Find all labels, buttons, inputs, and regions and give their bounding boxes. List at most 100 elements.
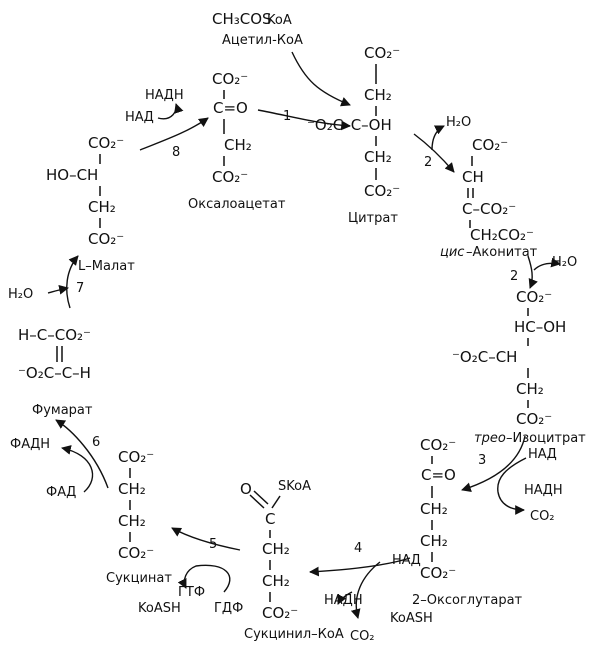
step5-koash: KoASH — [138, 601, 181, 616]
acetyl-formula: CH₃COS — [212, 10, 272, 28]
step4-nadh-arrow — [337, 591, 353, 605]
step2a-h2o: H₂O — [446, 115, 471, 130]
aconitate-name-prefix: цис — [440, 245, 464, 260]
oxoglutarate-ch2-b: CH₂ — [420, 532, 448, 550]
oxaloacetate-co2-top: CO₂⁻ — [212, 70, 248, 88]
citrate-name: Цитрат — [348, 211, 398, 226]
step2a-arrow — [413, 133, 455, 173]
malate-ho-ch: HO–CH — [46, 166, 98, 184]
citrate-co2-bottom: CO₂⁻ — [364, 182, 400, 200]
succinate-ch2-b: CH₂ — [118, 512, 146, 530]
step5-gtp: ГТФ — [178, 585, 205, 600]
malate-co2-bottom: CO₂⁻ — [88, 230, 124, 248]
step5-gdp-gtp-arrow — [177, 564, 231, 593]
step4-koash: KoASH — [390, 611, 433, 626]
oxaloacetate: CO₂⁻ C=O CH₂ CO₂⁻ Оксалоацетат — [188, 70, 286, 212]
step-6-number: 6 — [92, 435, 100, 450]
oxoglutarate-co2-top: CO₂⁻ — [420, 436, 456, 454]
step7-arrow — [66, 255, 79, 309]
threo-isocitrate: CO₂⁻ HC–OH ⁻O₂C–CH CH₂ CO₂⁻ трео –Изоцит… — [452, 288, 586, 446]
step3-nad-arrow — [497, 457, 527, 515]
cis-aconitate: CO₂⁻ CH C–CO₂⁻ CH₂CO₂⁻ цис –Аконитат — [440, 136, 538, 260]
succinyl-ch2-b: CH₂ — [262, 572, 290, 590]
citrate-co2-top: CO₂⁻ — [364, 44, 400, 62]
acetyl-koa-suffix: KoA — [267, 13, 292, 28]
succinyl-coa: SKoA O C CH₂ CH₂ CO₂⁻ Сукцинил–КоА — [240, 479, 344, 642]
step-7-number: 7 — [76, 281, 84, 296]
citrate-core: ⁻O₂C–C–OH — [307, 116, 392, 134]
oxaloacetate-co: C=O — [213, 99, 248, 117]
succinyl-bond — [271, 495, 281, 509]
succinyl-double-bond — [253, 490, 269, 505]
step3-arrow — [461, 435, 526, 493]
succinate-name: Сукцинат — [106, 571, 172, 586]
oxoglutarate-ch2-a: CH₂ — [420, 500, 448, 518]
step-2a-number: 2 — [424, 155, 432, 170]
isocitrate-ch2: CH₂ — [516, 380, 544, 398]
citrate: CO₂⁻ CH₂ ⁻O₂C–C–OH CH₂ CO₂⁻ Цитрат — [307, 44, 400, 226]
fumarate-top: H–C–CO₂⁻ — [18, 326, 91, 344]
step3-co2: CO₂ — [530, 509, 555, 524]
succinate-co2-bottom: CO₂⁻ — [118, 544, 154, 562]
step6-fadh: ФАДН — [10, 437, 50, 452]
step-3-number: 3 — [478, 453, 486, 468]
succinyl-ch2-a: CH₂ — [262, 540, 290, 558]
step5-gdp: ГДФ — [214, 601, 243, 616]
acetyl-coa: CH₃COS KoA Ацетил-КоА — [212, 10, 303, 48]
succinyl-skoa: SKoA — [278, 479, 311, 494]
step3-nad: НАД — [528, 447, 557, 462]
oxoglutarate-co: C=O — [421, 466, 456, 484]
step8-nad: НАД — [125, 110, 154, 125]
step2a-water-arrow — [431, 125, 445, 151]
aconitate-c: C–CO₂⁻ — [462, 200, 516, 218]
aconitate-ch2: CH₂CO₂⁻ — [470, 226, 534, 244]
step-1-number: 1 — [283, 109, 291, 124]
oxoglutarate-co2-bottom: CO₂⁻ — [420, 564, 456, 582]
succinate-ch2-a: CH₂ — [118, 480, 146, 498]
succinate-co2-top: CO₂⁻ — [118, 448, 154, 466]
citrate-ch2-bottom: CH₂ — [364, 148, 392, 166]
isocitrate-co2-top: CO₂⁻ — [516, 288, 552, 306]
step8-arrow — [139, 117, 209, 151]
step4-co2: CO₂ — [350, 629, 375, 644]
step2b-water-arrow — [533, 257, 561, 271]
step4-arrow — [309, 557, 411, 577]
step6-fad: ФАД — [46, 485, 76, 500]
step6-fad-arrow — [61, 445, 94, 493]
succinyl-o: O — [240, 480, 252, 498]
oxaloacetate-co2-bottom: CO₂⁻ — [212, 168, 248, 186]
step5-arrow — [171, 527, 241, 551]
oxoglutarate-name: 2–Оксоглутарат — [412, 593, 523, 608]
fumarate-name: Фумарат — [32, 403, 93, 418]
acetyl-arrow — [291, 51, 351, 107]
acetyl-coa-name: Ацетил-КоА — [222, 33, 303, 48]
step4-nadh: НАДН — [324, 593, 363, 608]
isocitrate-name-prefix: трео — [474, 431, 506, 446]
step6-arrow — [55, 419, 109, 489]
step1-arrow — [257, 109, 351, 131]
succinyl-double-bond — [249, 494, 265, 509]
isocitrate-name: –Изоцитрат — [506, 431, 586, 446]
succinyl-co2: CO₂⁻ — [262, 604, 298, 622]
malate-name: L–Малат — [78, 259, 135, 274]
step8-nad-arrow — [157, 103, 184, 120]
malate-co2-top: CO₂⁻ — [88, 134, 124, 152]
aconitate-co2-top: CO₂⁻ — [472, 136, 508, 154]
step4-cofactor-arrow — [350, 561, 381, 619]
step3-nadh: НАДН — [524, 483, 563, 498]
succinate: CO₂⁻ CH₂ CH₂ CO₂⁻ Сукцинат — [106, 448, 172, 586]
step-5-number: 5 — [209, 537, 217, 552]
step7-water-arrow — [47, 284, 69, 295]
succinyl-coa-name: Сукцинил–КоА — [244, 627, 344, 642]
step-2b-number: 2 — [510, 269, 518, 284]
isocitrate-co2-bottom: CO₂⁻ — [516, 410, 552, 428]
oxaloacetate-ch2: CH₂ — [224, 136, 252, 154]
2-oxoglutarate: CO₂⁻ C=O CH₂ CH₂ CO₂⁻ 2–Оксоглутарат — [412, 436, 523, 608]
step8-nadh: НАДН — [145, 88, 184, 103]
isocitrate-hc-oh: HC–OH — [514, 318, 566, 336]
fumarate: H–C–CO₂⁻ ⁻O₂C–C–H Фумарат — [18, 326, 93, 418]
aconitate-ch: CH — [462, 168, 484, 186]
step7-h2o: H₂O — [8, 287, 33, 302]
step2b-h2o: H₂O — [552, 255, 577, 270]
